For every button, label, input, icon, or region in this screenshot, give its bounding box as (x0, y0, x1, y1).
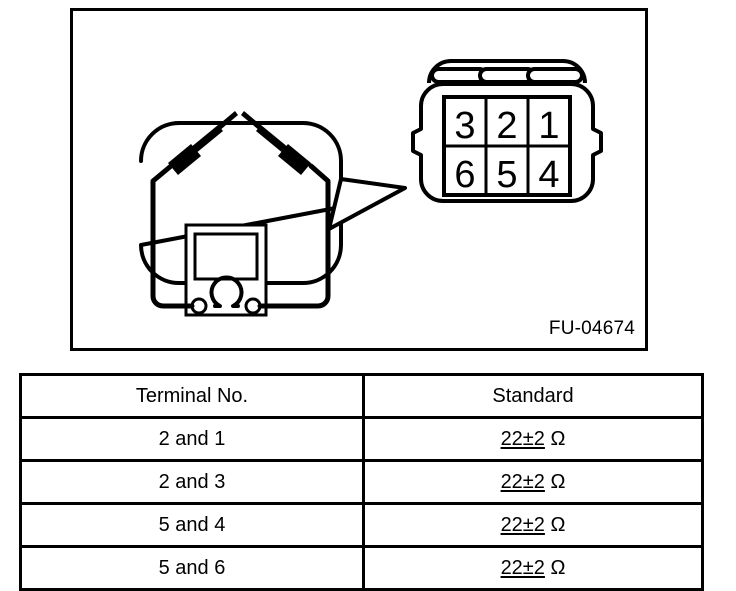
standard-value: 22±2 (500, 556, 545, 579)
standard-value: 22±2 (500, 470, 545, 493)
standard-unit-symbol: Ω (550, 513, 566, 536)
table-row: 2 and 3 22±2 Ω (19, 459, 704, 505)
figure-panel: 3 2 1 6 5 4 FU-04674 (70, 8, 648, 351)
pin-cell-5: 5 (496, 154, 517, 196)
connector-tabs (430, 67, 584, 84)
column-header-standard: Standard (362, 373, 704, 419)
cell-terminal: 5 and 6 (19, 545, 365, 591)
standard-unit-symbol: Ω (550, 556, 566, 579)
cell-standard: 22±2 Ω (362, 545, 704, 591)
table-row: 5 and 4 22±2 Ω (19, 502, 704, 548)
test-leads (150, 163, 331, 309)
connector-tab-1 (430, 67, 488, 84)
standard-unit-symbol: Ω (550, 470, 566, 493)
ohmmeter-body (184, 223, 268, 317)
pin-cell-2: 2 (496, 105, 517, 147)
table-header-row: Terminal No. Standard (19, 373, 704, 419)
cell-standard: 22±2 Ω (362, 459, 704, 505)
column-header-terminal: Terminal No. (19, 373, 365, 419)
cell-terminal: 5 and 4 (19, 502, 365, 548)
cell-terminal: 2 and 3 (19, 459, 365, 505)
table-row: 5 and 6 22±2 Ω (19, 545, 704, 591)
standard-value: 22±2 (500, 513, 545, 536)
cell-terminal: 2 and 1 (19, 416, 365, 462)
figure-artwork: 3 2 1 6 5 4 (139, 59, 603, 317)
callout-tail (327, 177, 407, 231)
ohm-symbol (209, 275, 244, 308)
pin-cell-4: 4 (538, 154, 559, 196)
table-body: 2 and 1 22±2 Ω 2 and 3 22±2 Ω 5 and 4 22… (19, 416, 704, 591)
connector-tab-2 (478, 67, 536, 84)
probe-left (168, 111, 238, 175)
cell-standard: 22±2 Ω (362, 502, 704, 548)
pin-cell-3: 3 (454, 105, 475, 147)
connector-tab-3 (526, 67, 584, 84)
figure-code-label: FU-04674 (548, 318, 635, 339)
cell-standard: 22±2 Ω (362, 416, 704, 462)
standard-unit-symbol: Ω (550, 427, 566, 450)
pin-cell-1: 1 (538, 105, 559, 147)
pin-cell-6: 6 (454, 154, 475, 196)
probe-right (241, 111, 311, 175)
standard-value: 22±2 (500, 427, 545, 450)
specification-table: Terminal No. Standard 2 and 1 22±2 Ω 2 a… (19, 373, 704, 591)
table-row: 2 and 1 22±2 Ω (19, 416, 704, 462)
pin-grid: 3 2 1 6 5 4 (442, 95, 572, 197)
